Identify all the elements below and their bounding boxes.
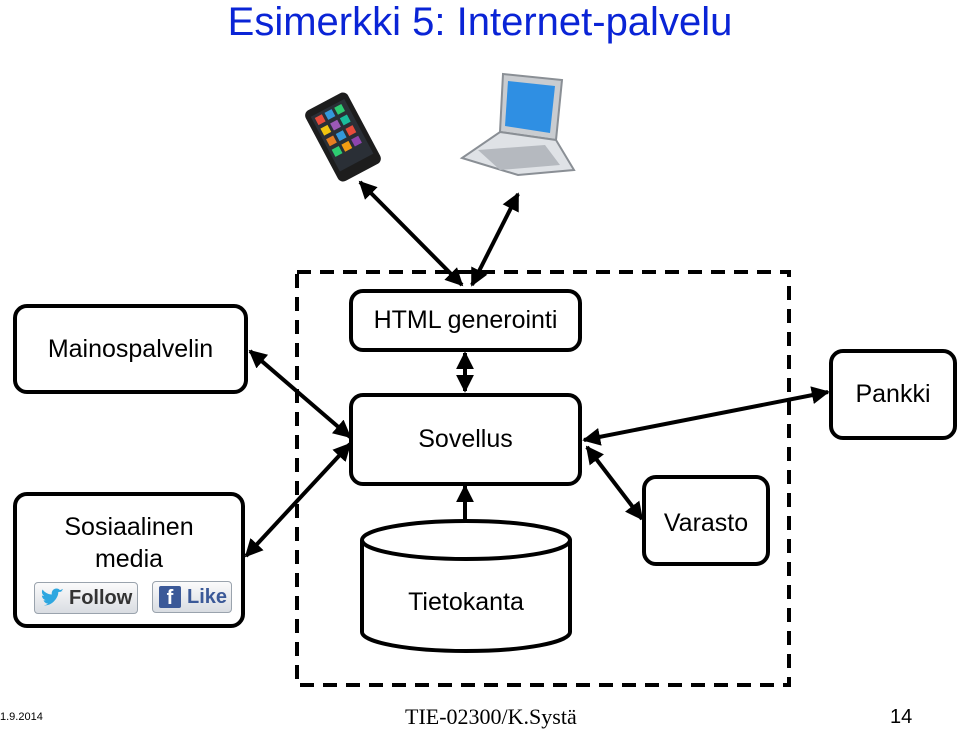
arrow-sovellus-varasto bbox=[585, 445, 644, 521]
pankki-box: Pankki bbox=[829, 349, 957, 440]
facebook-f-icon: f bbox=[159, 586, 181, 609]
footer-date: 1.9.2014 bbox=[0, 711, 43, 723]
varasto-label: Varasto bbox=[663, 509, 749, 537]
facebook-like-button[interactable]: f Like bbox=[152, 581, 232, 613]
system-boundary bbox=[295, 270, 791, 687]
twitter-bird-icon bbox=[41, 588, 64, 606]
sovellus-label: Sovellus bbox=[418, 425, 513, 453]
html-generointi-label: HTML generointi bbox=[373, 306, 558, 334]
footer-course: TIE-02300/K.Systä bbox=[405, 704, 577, 729]
arrow-laptop-html bbox=[470, 192, 520, 287]
pankki-label: Pankki bbox=[855, 380, 931, 408]
mainospalvelin-box: Mainospalvelin bbox=[13, 304, 248, 394]
arrow-phone-html bbox=[358, 180, 464, 287]
html-generointi-box: HTML generointi bbox=[349, 289, 582, 352]
slide-title: Esimerkki 5: Internet-palvelu bbox=[227, 0, 733, 44]
media-label: media bbox=[94, 545, 164, 573]
follow-label: Follow bbox=[69, 586, 133, 609]
sosiaalinen-media-box: Sosiaalinen media Follow f Like bbox=[13, 492, 245, 628]
arrow-sovellus-pankki bbox=[582, 386, 830, 446]
mainospalvelin-label: Mainospalvelin bbox=[47, 334, 214, 363]
laptop-icon bbox=[459, 72, 576, 177]
varasto-box: Varasto bbox=[642, 475, 770, 566]
twitter-follow-button[interactable]: Follow bbox=[34, 582, 138, 614]
sosiaalinen-label: Sosiaalinen bbox=[64, 513, 194, 541]
arrow-some-sovellus bbox=[244, 442, 352, 558]
smartphone-icon bbox=[305, 92, 381, 182]
footer-page-number: 14 bbox=[890, 706, 913, 728]
database-cylinder bbox=[360, 519, 572, 653]
tietokanta-label: Tietokanta bbox=[408, 588, 524, 616]
sovellus-box: Sovellus bbox=[349, 393, 582, 486]
arrow-mainos-sovellus bbox=[248, 349, 352, 439]
like-label: Like bbox=[187, 585, 228, 608]
